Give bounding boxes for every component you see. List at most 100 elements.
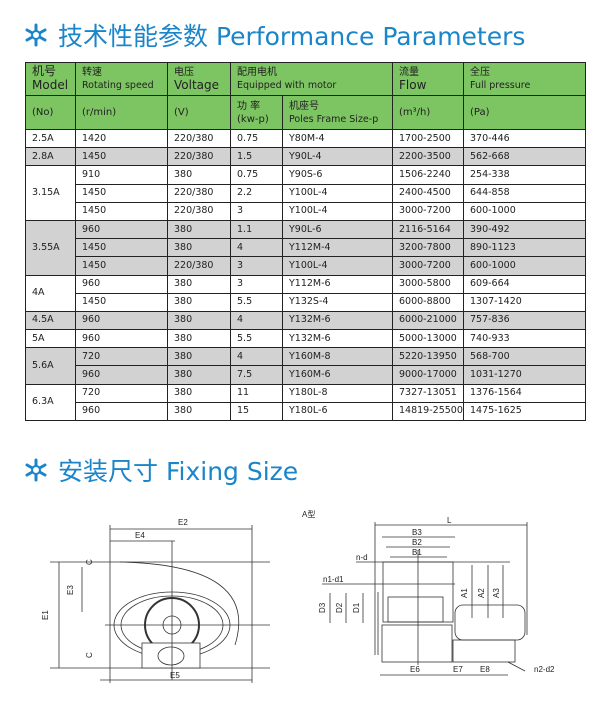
unit-speed: (r/min) — [75, 95, 168, 130]
cell-flow: 6000-8800 — [392, 292, 464, 312]
cell-pressure: 254-338 — [463, 165, 586, 185]
cell-speed: 960 — [75, 310, 168, 331]
cell-power: 3 — [230, 274, 283, 294]
cell-flow: 9000-17000 — [392, 365, 464, 385]
cell-voltage: 380 — [167, 347, 231, 367]
cell-speed: 1450 — [75, 238, 168, 258]
cell-pressure: 1376-1564 — [463, 383, 586, 403]
cell-model: 4A — [25, 274, 76, 312]
cell-pressure: 1475-1625 — [463, 401, 586, 422]
cell-voltage: 380 — [167, 329, 231, 349]
cell-power: 3 — [230, 256, 283, 276]
cell-model: 2.5A — [25, 128, 76, 149]
cell-pressure: 644-858 — [463, 183, 586, 203]
cell-power: 3 — [230, 201, 283, 221]
cell-power: 5.5 — [230, 329, 283, 349]
label-a3: A3 — [492, 588, 501, 598]
cell-speed: 960 — [75, 274, 168, 294]
cell-power: 5.5 — [230, 292, 283, 312]
cell-speed: 1450 — [75, 201, 168, 221]
cell-speed: 1420 — [75, 128, 168, 149]
snowflake-icon — [25, 23, 47, 47]
cell-pressure: 890-1123 — [463, 238, 586, 258]
cell-frame: Y90S-6 — [282, 165, 393, 185]
cell-frame: Y132M-6 — [282, 310, 393, 331]
label-d1: D1 — [352, 602, 361, 613]
cell-speed: 720 — [75, 347, 168, 367]
cell-power: 15 — [230, 401, 283, 422]
cell-model: 5.6A — [25, 347, 76, 385]
cell-pressure: 600-1000 — [463, 201, 586, 221]
cell-voltage: 220/380 — [167, 147, 231, 167]
cell-pressure: 562-668 — [463, 147, 586, 167]
label-a2: A2 — [477, 588, 486, 598]
label-e5: E5 — [170, 671, 180, 680]
cell-frame: Y132S-4 — [282, 292, 393, 312]
cell-frame: Y160M-8 — [282, 347, 393, 367]
cell-pressure: 370-446 — [463, 128, 586, 149]
cell-flow: 2116-5164 — [392, 219, 464, 240]
cell-speed: 1450 — [75, 292, 168, 312]
cell-frame: Y80M-4 — [282, 128, 393, 149]
cell-frame: Y180L-6 — [282, 401, 393, 422]
cell-speed: 960 — [75, 329, 168, 349]
cell-flow: 3000-7200 — [392, 256, 464, 276]
label-e8: E8 — [480, 665, 490, 674]
cell-voltage: 380 — [167, 165, 231, 185]
type-label: A型 — [302, 510, 315, 519]
cell-flow: 5220-13950 — [392, 347, 464, 367]
label-b1: B1 — [412, 548, 422, 557]
label-b2: B2 — [412, 538, 422, 547]
label-e6: E6 — [410, 665, 420, 674]
unit-power: 功 率(kw-p) — [230, 95, 283, 130]
cell-power: 11 — [230, 383, 283, 403]
cell-frame: Y100L-4 — [282, 201, 393, 221]
unit-pressure: (Pa) — [463, 95, 586, 130]
unit-model: (No) — [25, 95, 76, 130]
side-view-drawing: A型 L B3 B2 B1 n-d n1-d1 n2-d2 A1 A2 A3 D… — [302, 510, 555, 676]
cell-pressure: 390-492 — [463, 219, 586, 240]
cell-pressure: 1031-1270 — [463, 365, 586, 385]
cell-frame: Y100L-4 — [282, 256, 393, 276]
fixing-size-heading: 安装尺寸 Fixing Size — [24, 452, 298, 488]
cell-voltage: 380 — [167, 310, 231, 331]
cell-speed: 720 — [75, 383, 168, 403]
label-d3: D3 — [318, 602, 327, 613]
cell-voltage: 380 — [167, 292, 231, 312]
cell-flow: 2200-3500 — [392, 147, 464, 167]
cell-flow: 1506-2240 — [392, 165, 464, 185]
cell-flow: 2400-4500 — [392, 183, 464, 203]
cell-speed: 960 — [75, 401, 168, 422]
front-view-drawing: E2 E4 E1 E3 E5 C C — [41, 518, 270, 683]
cell-pressure: 609-664 — [463, 274, 586, 294]
cell-frame: Y180L-8 — [282, 383, 393, 403]
cell-voltage: 220/380 — [167, 256, 231, 276]
label-c: C — [85, 559, 94, 565]
cell-flow: 1700-2500 — [392, 128, 464, 149]
cell-voltage: 380 — [167, 219, 231, 240]
unit-voltage: (V) — [167, 95, 231, 130]
cell-power: 0.75 — [230, 165, 283, 185]
cell-model: 4.5A — [25, 310, 76, 331]
cell-frame: Y160M-6 — [282, 365, 393, 385]
cell-power: 4 — [230, 238, 283, 258]
label-c: C — [85, 652, 94, 658]
label-e7: E7 — [453, 665, 463, 674]
cell-flow: 3200-7800 — [392, 238, 464, 258]
